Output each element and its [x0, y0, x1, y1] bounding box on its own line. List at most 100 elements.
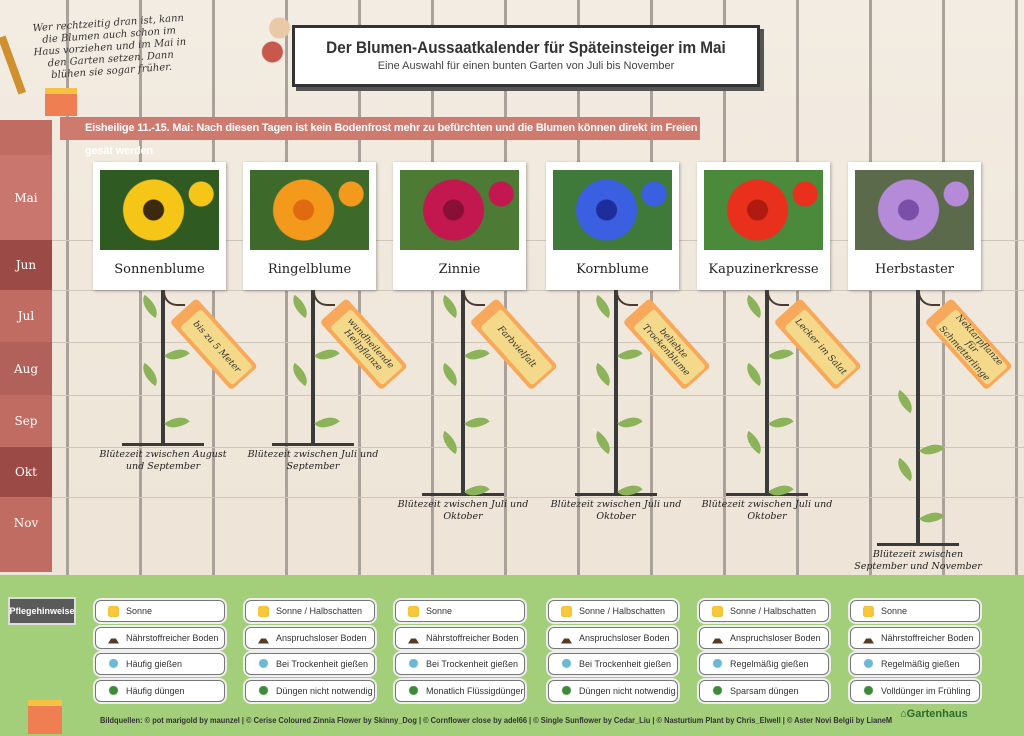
feature-tag-text: bis zu 5 Meter: [179, 308, 253, 386]
care-label: Häufig gießen: [95, 653, 225, 675]
leaf-icon: [464, 410, 490, 435]
care-text: Regelmäßig gießen: [881, 659, 960, 669]
bloom-baseline: [272, 443, 354, 446]
care-label: Bei Trockenheit gießen: [395, 653, 525, 675]
bloom-period: Blütezeit zwischen Juli und Oktober: [701, 499, 833, 522]
water-drop-icon: [408, 658, 419, 670]
leaf-icon: [314, 410, 340, 435]
feature-tag-text: beliebte Trockenblume: [632, 308, 706, 386]
care-label: Nährstoffreicher Boden: [95, 627, 225, 649]
tag-string: [463, 290, 485, 306]
care-text: Sonne / Halbschatten: [730, 606, 817, 616]
leaf-icon: [164, 342, 190, 367]
leaf-icon: [164, 410, 190, 435]
sun-icon: [712, 605, 723, 617]
care-text: Regelmäßig gießen: [730, 659, 809, 669]
fertilizer-icon: [863, 685, 874, 697]
care-label: Sparsam düngen: [699, 680, 829, 702]
water-drop-icon: [108, 658, 119, 670]
flower-name: Sonnenblume: [114, 262, 205, 277]
month-mai: Mai: [0, 155, 52, 240]
grid-line: [52, 395, 1024, 396]
month-jul: Jul: [0, 290, 52, 342]
leaf-icon: [314, 342, 340, 367]
flower-photo: [855, 170, 974, 250]
feature-tag-text: Farbvielfalt: [479, 308, 553, 386]
care-text: Bei Trockenheit gießen: [426, 659, 519, 669]
leaf-icon: [590, 362, 616, 387]
water-drop-icon: [258, 658, 269, 670]
eisheilige-banner: Eisheilige 11.-15. Mai: Nach diesen Tage…: [60, 117, 700, 157]
tag-string: [767, 290, 789, 306]
shovel-icon: [0, 35, 27, 95]
care-label: Nährstoffreicher Boden: [850, 627, 980, 649]
care-label: Anspruchsloser Boden: [699, 627, 829, 649]
bloom-period: Blütezeit zwischen Juli und Oktober: [397, 499, 529, 522]
flower-card: Herbstaster: [848, 162, 981, 290]
leaf-icon: [137, 362, 163, 387]
month-nov: Nov: [0, 497, 52, 548]
care-text: Sonne: [881, 606, 908, 616]
leaf-icon: [741, 294, 767, 319]
sun-icon: [108, 605, 119, 617]
plant-stem: [311, 290, 315, 443]
care-text: Sonne: [426, 606, 453, 616]
soil-icon: [863, 634, 874, 644]
care-text: Häufig gießen: [126, 659, 183, 669]
care-text: Häufig düngen: [126, 686, 185, 696]
bloom-baseline: [422, 493, 504, 496]
feature-tag-text: wundheilende Heilpflanze: [329, 308, 403, 386]
flower-card: Kapuzinerkresse: [697, 162, 830, 290]
soil-icon: [408, 634, 419, 644]
sun-icon: [561, 605, 572, 617]
leaf-icon: [287, 294, 313, 319]
fertilizer-icon: [408, 685, 419, 697]
page-subtitle: Eine Auswahl für einen bunten Garten von…: [377, 60, 675, 72]
grid-line: [52, 447, 1024, 448]
care-label: Monatlich Flüssigdünger: [395, 680, 525, 702]
month-jun: Jun: [0, 240, 52, 290]
care-text: Anspruchsloser Boden: [276, 633, 367, 643]
soil-icon: [561, 634, 572, 644]
plant-stem: [461, 290, 465, 493]
bloom-period: Blütezeit zwischen Juli und September: [247, 449, 379, 472]
care-label: Häufig düngen: [95, 680, 225, 702]
water-drop-icon: [712, 658, 723, 670]
flower-name: Kapuzinerkresse: [708, 262, 819, 277]
fertilizer-icon: [108, 685, 119, 697]
plant-stem: [765, 290, 769, 493]
leaf-icon: [617, 342, 643, 367]
flower-name: Herbstaster: [874, 262, 954, 277]
care-label: Sonne / Halbschatten: [699, 600, 829, 622]
care-text: Düngen nicht notwendig: [579, 686, 676, 696]
grid-line: [52, 342, 1024, 343]
flower-photo: [100, 170, 219, 250]
grid-line: [52, 290, 1024, 291]
leaf-icon: [287, 362, 313, 387]
leaf-icon: [590, 430, 616, 455]
care-text: Nährstoffreicher Boden: [881, 633, 974, 643]
care-text: Anspruchsloser Boden: [730, 633, 821, 643]
care-label: Sonne: [850, 600, 980, 622]
flower-photo: [704, 170, 823, 250]
page-title: Der Blumen-Aussaatkalender für Späteinst…: [326, 38, 726, 57]
care-label: Sonne / Halbschatten: [548, 600, 678, 622]
water-drop-icon: [561, 658, 572, 670]
care-label: Volldünger im Frühling: [850, 680, 980, 702]
care-label: Bei Trockenheit gießen: [245, 653, 375, 675]
care-text: Sparsam düngen: [730, 686, 799, 696]
leaf-icon: [892, 389, 918, 414]
title-box: Der Blumen-Aussaatkalender für Späteinst…: [292, 25, 760, 87]
tag-string: [313, 290, 335, 306]
flower-card: Sonnenblume: [93, 162, 226, 290]
care-label: Regelmäßig gießen: [850, 653, 980, 675]
care-label: Sonne / Halbschatten: [245, 600, 375, 622]
leaf-icon: [464, 342, 490, 367]
month-aug: Aug: [0, 342, 52, 395]
plant-stem: [916, 290, 920, 543]
month-okt: Okt: [0, 447, 52, 497]
care-label: Anspruchsloser Boden: [245, 627, 375, 649]
tag-string: [616, 290, 638, 306]
plant-stem: [614, 290, 618, 493]
leaf-icon: [617, 410, 643, 435]
